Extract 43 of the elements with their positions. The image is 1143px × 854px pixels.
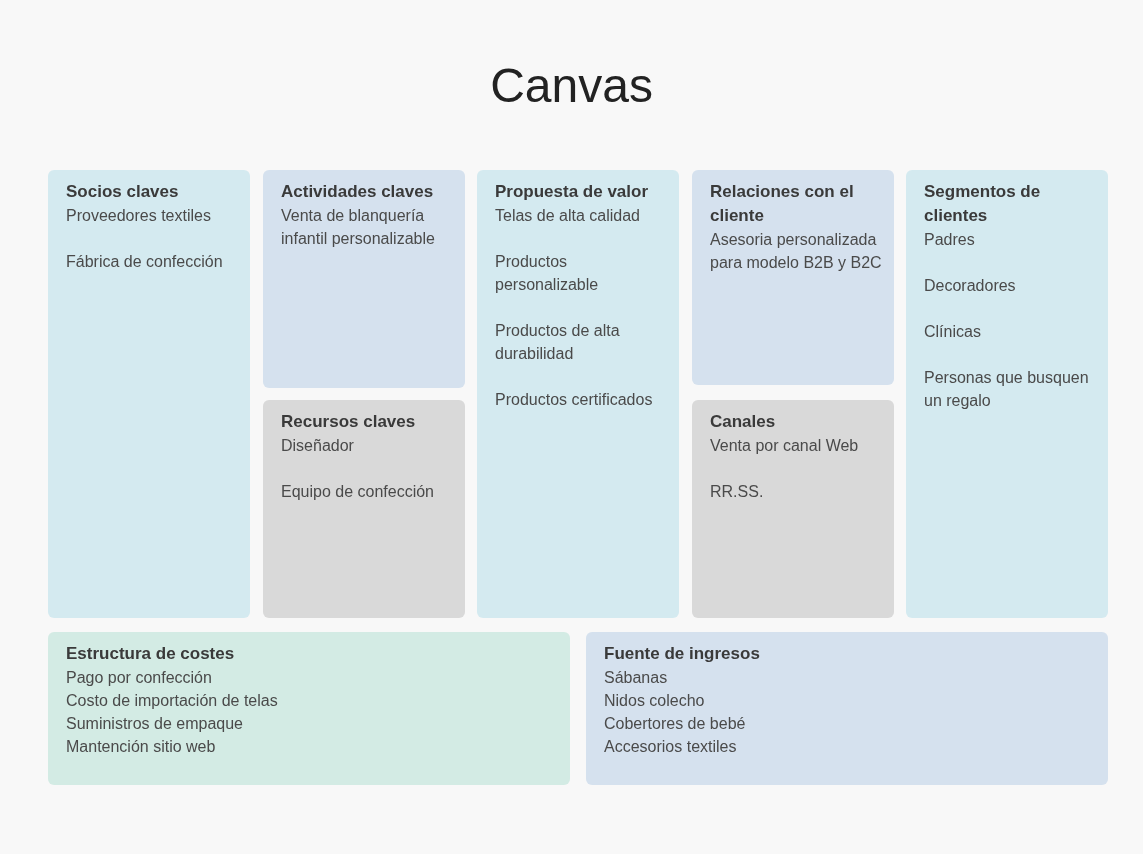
block-item: Productos personalizable [495,252,600,295]
block-item: Telas de alta calidad [495,206,640,226]
block-heading: Fuente de ingresos [604,643,760,665]
block-item: Asesoria personalizada para modelo B2B y B2C [710,230,882,273]
canvas-block [692,400,894,618]
block-item: Cobertores de bebé [604,714,746,734]
block-item: Mantención sitio web [66,737,216,757]
block-item: Venta de blanquería infantil personalizable [281,206,436,249]
block-item: Clínicas [924,322,981,342]
block-heading: Canales [710,411,776,433]
canvas-block [692,170,894,385]
block-item: Padres [924,230,975,250]
canvas-block [586,632,1108,785]
canvas-block [263,170,465,388]
block-item: Equipo de confección [281,482,434,502]
canvas-block [906,170,1108,618]
block-item: Venta por canal Web [710,436,859,456]
block-item: Costo de importación de telas [66,691,278,711]
canvas-title: Canvas [490,58,653,113]
block-item: Nidos colecho [604,691,705,711]
canvas-block [477,170,679,618]
block-heading: Socios claves [66,181,179,203]
canvas-block [48,632,570,785]
block-item: RR.SS. [710,482,764,502]
block-item: Accesorios textiles [604,737,737,757]
canvas-block [263,400,465,618]
block-item: Productos de alta durabilidad [495,321,621,364]
block-heading: Actividades claves [281,181,434,203]
block-heading: Propuesta de valor [495,181,649,203]
block-heading: Recursos claves [281,411,416,433]
block-item: Productos certificados [495,390,653,410]
block-heading: Segmentos de clientes [924,181,1042,227]
canvas-block [48,170,250,618]
block-heading: Relaciones con el cliente [710,181,855,227]
block-item: Proveedores textiles [66,206,211,226]
block-heading: Estructura de costes [66,643,235,665]
block-item: Personas que busquen un regalo [924,368,1090,411]
block-item: Suministros de empaque [66,714,243,734]
block-item: Pago por confección [66,668,212,688]
block-item: Decoradores [924,276,1016,296]
block-item: Sábanas [604,668,668,688]
block-item: Fábrica de confección [66,252,223,272]
block-item: Diseñador [281,436,354,456]
